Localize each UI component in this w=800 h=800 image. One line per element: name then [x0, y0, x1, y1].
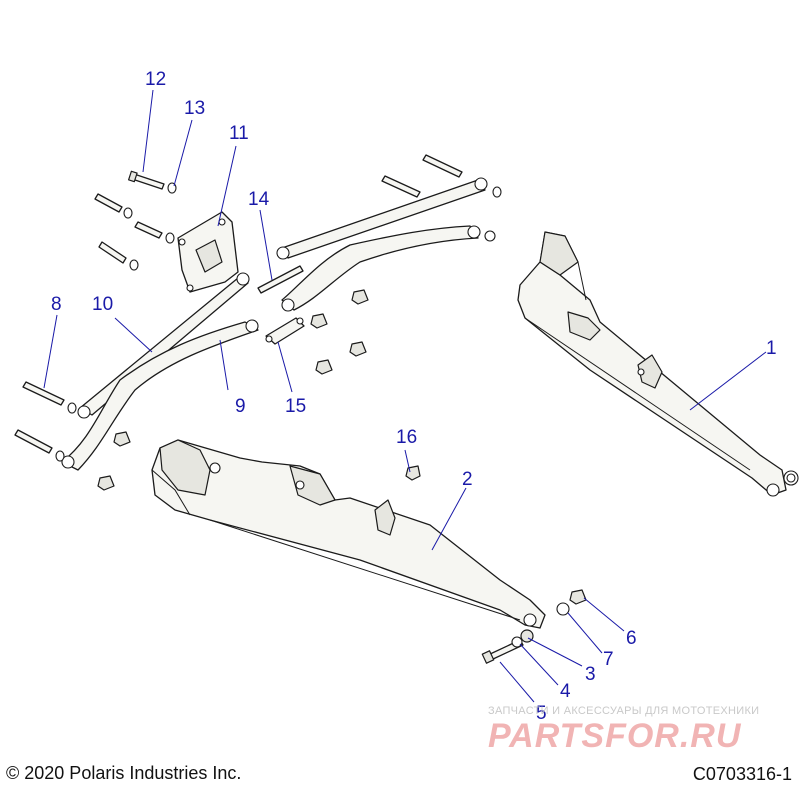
- callout-7: 7: [603, 649, 614, 670]
- diagram-id: C0703316-1: [692, 764, 792, 784]
- callout-15: 15: [285, 396, 306, 417]
- watermark-tagline: ЗАПЧАСТИ И АКСЕССУАРЫ ДЛЯ МОТОТЕХНИКИ: [488, 705, 760, 717]
- link-plate: [265, 317, 305, 345]
- callout-14: 14: [248, 189, 270, 210]
- watermark-logo: PARTSFOR.RU: [488, 717, 742, 755]
- callout-1: 1: [766, 338, 777, 359]
- control-rod-right-upper: [276, 177, 488, 260]
- callout-11: 11: [229, 123, 249, 144]
- curved-link-left: [61, 319, 259, 471]
- trailing-arm-left: [151, 439, 546, 629]
- mounting-bracket: [177, 211, 239, 293]
- bolt-set: [14, 154, 524, 664]
- nut-set: [97, 289, 587, 648]
- callout-3: 3: [585, 664, 596, 685]
- callout-5: 5: [536, 703, 547, 724]
- copyright-notice: © 2020 Polaris Industries Inc.: [6, 763, 242, 783]
- callout-8: 8: [51, 294, 62, 315]
- trailing-arm-right: [517, 231, 799, 497]
- callout-12: 12: [145, 69, 166, 90]
- callout-4: 4: [560, 681, 571, 702]
- curved-link-right: [281, 225, 481, 312]
- callout-numbers: 1 2 3 4 5 6 7 8 9 10 11 12 13 14 15 16: [51, 69, 777, 724]
- callout-16: 16: [396, 427, 417, 448]
- leader-lines: [43, 89, 767, 703]
- callout-2: 2: [462, 469, 473, 490]
- callout-13: 13: [184, 98, 205, 119]
- callout-6: 6: [626, 628, 637, 649]
- callout-9: 9: [235, 396, 246, 417]
- callout-10: 10: [92, 294, 113, 315]
